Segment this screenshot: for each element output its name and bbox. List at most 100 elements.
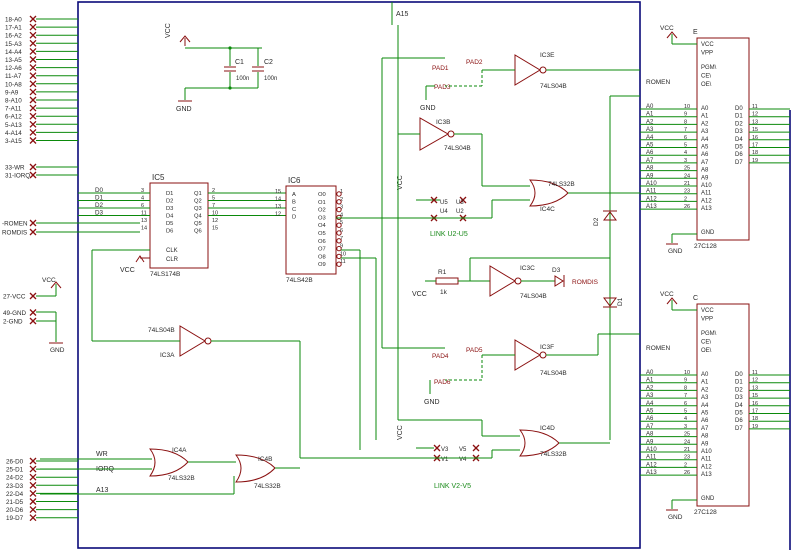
rom-ctl-pin: OE\	[701, 348, 712, 354]
rom-data-pin-num: 18	[752, 150, 758, 156]
vcc-label-u: VCC	[397, 175, 404, 190]
jumper-u5: U5	[440, 200, 448, 206]
rom-gnd-label: GND	[668, 514, 683, 521]
rom-addr-pin: A10	[701, 183, 712, 189]
rom-addr-pin: A1	[701, 380, 709, 386]
r1-value: 1k	[440, 289, 448, 296]
rom-data-pin: D1	[735, 114, 743, 120]
rom-addr-pin-num: 9	[684, 378, 687, 384]
connector-pin-x	[29, 72, 37, 80]
ic5-input-pin: D5	[166, 221, 173, 227]
rom-addr-pin: A13	[701, 472, 712, 478]
ic5-pin-num: 11	[141, 211, 147, 217]
rom-addr-pin: A5	[701, 145, 709, 151]
rom-part: 27C128	[694, 509, 717, 516]
d1-label: D1	[617, 297, 624, 306]
control-pin-label: 33-WR	[5, 165, 25, 172]
rom-data-pin: D7	[735, 426, 743, 432]
rom-addr-pin-num: 6	[684, 135, 687, 141]
rom-label: C	[693, 295, 698, 302]
ic6-pin-num: 5	[340, 220, 343, 226]
rom-addr-pin-num: 26	[684, 204, 690, 210]
rom-data-pin: D4	[735, 137, 743, 143]
data-pin-x	[29, 514, 37, 522]
data-pin-label: 21-D5	[6, 499, 24, 506]
ic6-pin-num: 3	[340, 205, 343, 211]
ic3e-label: IC3E	[540, 52, 555, 59]
rom-data-pin-num: 12	[752, 378, 758, 384]
pad4-label: PAD4	[432, 353, 449, 360]
rom-part: 27C128	[694, 243, 717, 250]
rom-addr-pin: A4	[701, 137, 709, 143]
rom-addr-net: A3	[646, 393, 654, 399]
rom-data-pin: D2	[735, 121, 743, 127]
pad6-label: PAD6	[434, 379, 451, 386]
ic6-pin-num: 11	[340, 259, 346, 265]
connector-pin-x	[29, 88, 37, 96]
ic6-output-pin: O4	[318, 223, 327, 229]
rom-addr-pin: A4	[701, 403, 709, 409]
data-pin-label: 23-D3	[6, 483, 24, 490]
rom-addr-net: A4	[646, 401, 654, 407]
ic6-output-pin: O3	[318, 215, 326, 221]
rom-data-pin: D1	[735, 380, 743, 386]
rom-addr-net: A11	[646, 189, 657, 195]
rom-addr-pin: A0	[701, 372, 709, 378]
rom-data-pin-num: 19	[752, 424, 758, 430]
c2-value: 100n	[264, 76, 277, 82]
rom-pin-label: ROMDIS	[2, 230, 27, 237]
vcc-label-ic5: VCC	[120, 267, 135, 274]
rom-data-pin-num: 16	[752, 401, 758, 407]
data-bus-net: D1	[95, 195, 104, 202]
rom-addr-net: A12	[646, 462, 657, 468]
ic5-pin-num: 6	[141, 203, 144, 209]
rom-data-pin-num: 12	[752, 112, 758, 118]
ic5-pin-num: 12	[212, 218, 218, 224]
connector-pin-label: 16-A2	[5, 33, 22, 40]
ic5-pin-num: 4	[141, 196, 144, 202]
vcc-label-caps: VCC	[165, 23, 172, 38]
ic4c-part: 74LS32B	[548, 181, 575, 188]
rom-addr-pin-num: 25	[684, 166, 690, 172]
ic3b-part: 74LS04B	[444, 145, 471, 152]
wr-net: WR	[96, 451, 108, 458]
data-pin-label: 22-D4	[6, 491, 24, 498]
connector-pin-label: 14-A4	[5, 49, 22, 56]
rom-data-pin-num: 11	[752, 104, 758, 110]
rom-addr-pin-num: 7	[684, 127, 687, 133]
rom-addr-pin-num: 10	[684, 104, 690, 110]
ic6-pin-num: 10	[340, 251, 346, 257]
ic5-output-pin: Q2	[194, 199, 202, 205]
connector-pin-label: 8-A10	[5, 98, 22, 105]
connector-pin-x	[29, 112, 37, 120]
rom-addr-pin: A3	[701, 395, 709, 401]
ic5-output-pin: Q4	[194, 214, 203, 220]
rom-vcc-label: VCC	[660, 291, 674, 298]
connector-pin-label: 11-A7	[5, 73, 22, 80]
data-pin-x	[29, 481, 37, 489]
d3-label: D3	[552, 267, 561, 274]
rom-data-pin: D5	[735, 411, 743, 417]
jumper-u-x	[430, 196, 438, 204]
rom-addr-pin: A8	[701, 434, 709, 440]
rom-addr-pin: A2	[701, 121, 709, 127]
ic6-label: IC6	[288, 176, 301, 185]
rom-addr-pin-num: 8	[684, 385, 687, 391]
ic6-output-pin: O5	[318, 231, 326, 237]
ic6-pin-num: 14	[275, 197, 281, 203]
a15-label: A15	[396, 11, 409, 18]
rom-label: E	[693, 29, 698, 36]
ic6-pin-num: 2	[340, 197, 343, 203]
connector-pin-x	[29, 47, 37, 55]
rom-data-pin-num: 19	[752, 158, 758, 164]
data-pin-label: 20-D6	[6, 507, 24, 514]
rom-addr-pin-num: 3	[684, 424, 687, 430]
rom-addr-pin-num: 23	[684, 189, 690, 195]
jumper-v-x	[472, 444, 480, 452]
connector-pin-label: 3-A15	[5, 138, 22, 145]
rom-ctl-pin: VCC	[701, 42, 714, 48]
ic5-pin-num: 7	[212, 203, 215, 209]
